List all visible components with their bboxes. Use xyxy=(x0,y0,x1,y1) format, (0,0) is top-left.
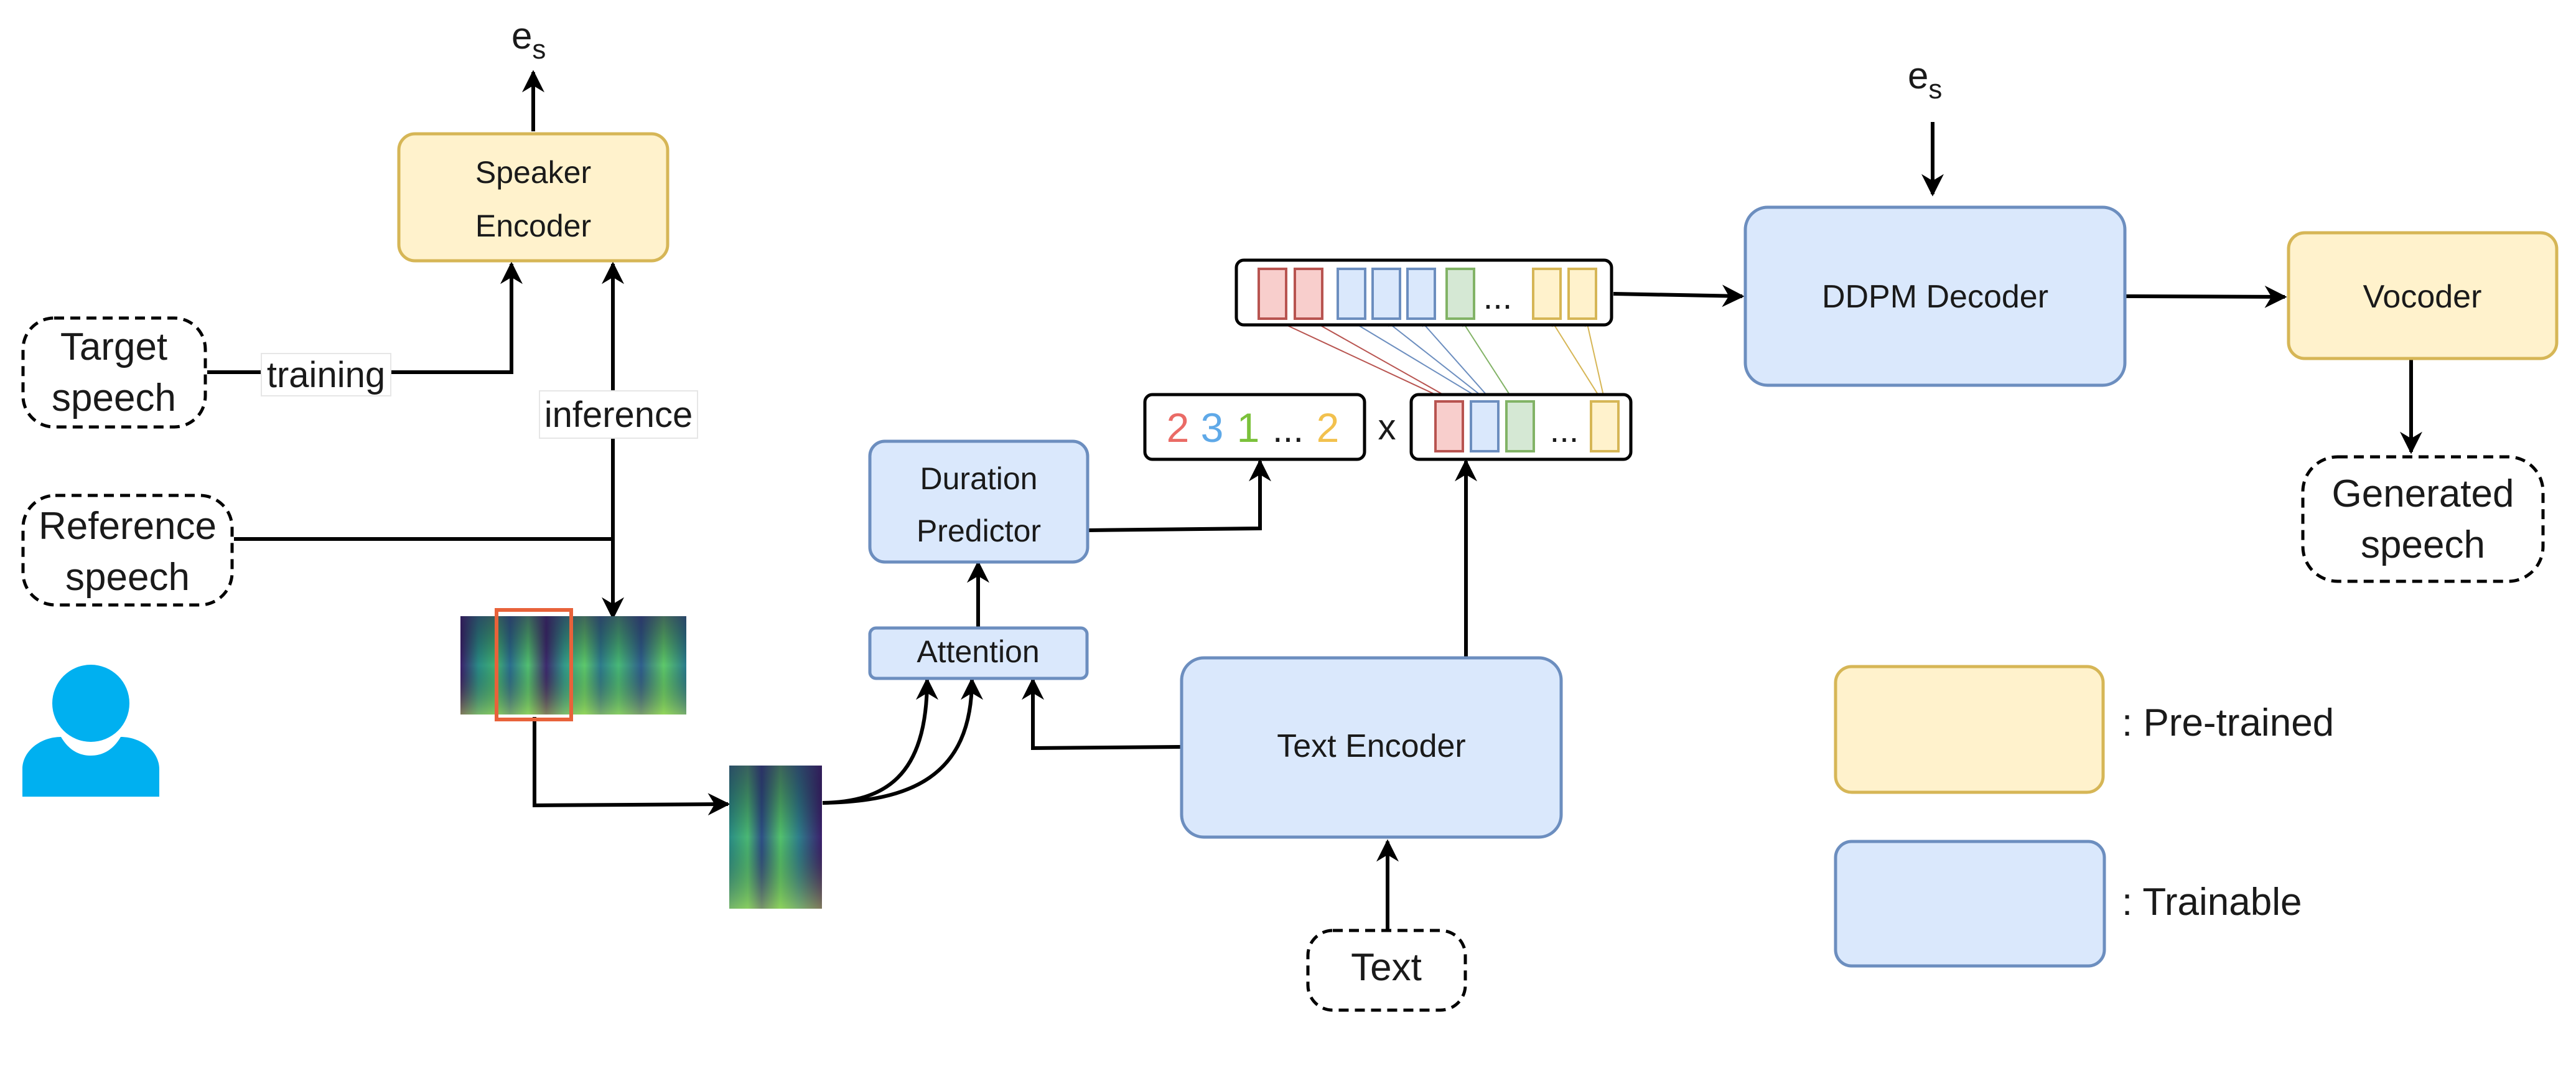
target-speech-node: Target speech xyxy=(21,316,207,429)
upsample-arrow xyxy=(1462,321,1513,399)
duration-predictor-block: Duration Predictor xyxy=(868,439,1090,564)
upsample-arrows xyxy=(1277,321,1605,399)
generated-speech-label-line1: Generated xyxy=(2332,472,2514,515)
svg-text:inference: inference xyxy=(544,395,693,435)
edge-ddpm-decoder-to-vocoder xyxy=(2125,285,2287,308)
frame xyxy=(1532,268,1562,320)
vocoder-label: Vocoder xyxy=(2363,279,2482,315)
generated-speech-node: Generated speech xyxy=(2301,455,2545,583)
upsample-arrow xyxy=(1421,321,1490,399)
upsample-arrow xyxy=(1386,321,1485,399)
attention-label: Attention xyxy=(917,634,1039,669)
crop-box xyxy=(495,608,573,721)
token-vector: ... xyxy=(1409,393,1633,461)
durations-vector: 2 3 1 ... 2 xyxy=(1143,393,1366,461)
generated-speech-label-line2: speech xyxy=(2361,523,2485,566)
duration-value: 3 xyxy=(1201,405,1224,451)
edge-frames-to-ddpm-decoder xyxy=(1613,284,1745,307)
frame xyxy=(1258,268,1287,320)
upsample-arrow xyxy=(1351,321,1480,399)
duration-value: ... xyxy=(1272,408,1304,450)
edge-duration-predictor-to-durations xyxy=(1088,459,1271,532)
frame-ellipsis: ... xyxy=(1483,277,1513,316)
segment-spectrogram xyxy=(729,766,822,909)
legend-swatch-pretrained xyxy=(1834,665,2105,794)
upsample-arrow xyxy=(1277,321,1444,399)
frame xyxy=(1567,268,1597,320)
multiply-symbol: x xyxy=(1378,407,1396,447)
legend-label-trainable: : Trainable xyxy=(2122,881,2302,924)
token xyxy=(1505,400,1535,452)
ddpm-decoder-block: DDPM Decoder xyxy=(1743,205,2127,387)
speaker-encoder-label-line1: Speaker xyxy=(475,155,591,190)
speaker-encoder-label-line2: Encoder xyxy=(475,209,591,243)
reference-speech-node: Reference speech xyxy=(21,494,234,607)
es-decoder-input: es xyxy=(1908,55,1942,105)
edge-segment-to-attention-2 xyxy=(822,677,983,805)
duration-predictor-label-line1: Duration xyxy=(920,461,1038,496)
training-edge-label: training xyxy=(261,353,391,396)
duration-value: 1 xyxy=(1237,405,1260,451)
user-icon xyxy=(22,665,159,797)
text-input-node: Text xyxy=(1306,929,1467,1012)
frame-vector: ... xyxy=(1234,258,1613,327)
token xyxy=(1470,400,1500,452)
upsample-arrow xyxy=(1312,321,1450,399)
target-speech-label-line1: Target xyxy=(60,326,167,368)
token xyxy=(1434,400,1464,452)
token-ellipsis: ... xyxy=(1550,410,1579,449)
text-input-label: Text xyxy=(1351,946,1422,989)
legend-swatch-trainable xyxy=(1834,840,2106,968)
target-speech-label-line2: speech xyxy=(52,377,176,419)
vocoder-block: Vocoder xyxy=(2287,231,2559,360)
frame xyxy=(1406,268,1436,320)
edge-text-encoder-to-attention xyxy=(1022,677,1182,751)
frame xyxy=(1294,268,1323,320)
reference-spectrogram xyxy=(460,608,686,721)
upsample-arrow xyxy=(1585,321,1605,399)
svg-text:training: training xyxy=(267,355,385,395)
duration-predictor-label-line2: Predictor xyxy=(917,513,1041,548)
edge-reference-speech-to-spectrogram xyxy=(234,537,624,620)
frame xyxy=(1337,268,1366,320)
edge-segment-to-attention-1 xyxy=(822,677,938,805)
attention-block: Attention xyxy=(868,626,1089,680)
duration-value: 2 xyxy=(1317,405,1340,451)
ddpm-decoder-label: DDPM Decoder xyxy=(1822,279,2048,315)
duration-value: 2 xyxy=(1167,405,1190,451)
upsample-arrow xyxy=(1551,321,1601,399)
token xyxy=(1590,400,1620,452)
speaker-encoder-block: Speaker Encoder xyxy=(397,132,670,263)
legend: : Pre-trained : Trainable xyxy=(1834,665,2334,968)
text-encoder-label: Text Encoder xyxy=(1277,728,1466,764)
edge-crop-to-segment xyxy=(533,717,730,816)
frame xyxy=(1445,268,1475,320)
text-encoder-block: Text Encoder xyxy=(1180,656,1563,839)
reference-speech-label-line1: Reference xyxy=(39,505,217,548)
reference-speech-label-line2: speech xyxy=(65,556,190,599)
legend-label-pretrained: : Pre-trained xyxy=(2122,701,2334,744)
es-speaker-output: es xyxy=(511,15,546,65)
inference-edge-label: inference xyxy=(539,390,698,439)
frame xyxy=(1371,268,1401,320)
